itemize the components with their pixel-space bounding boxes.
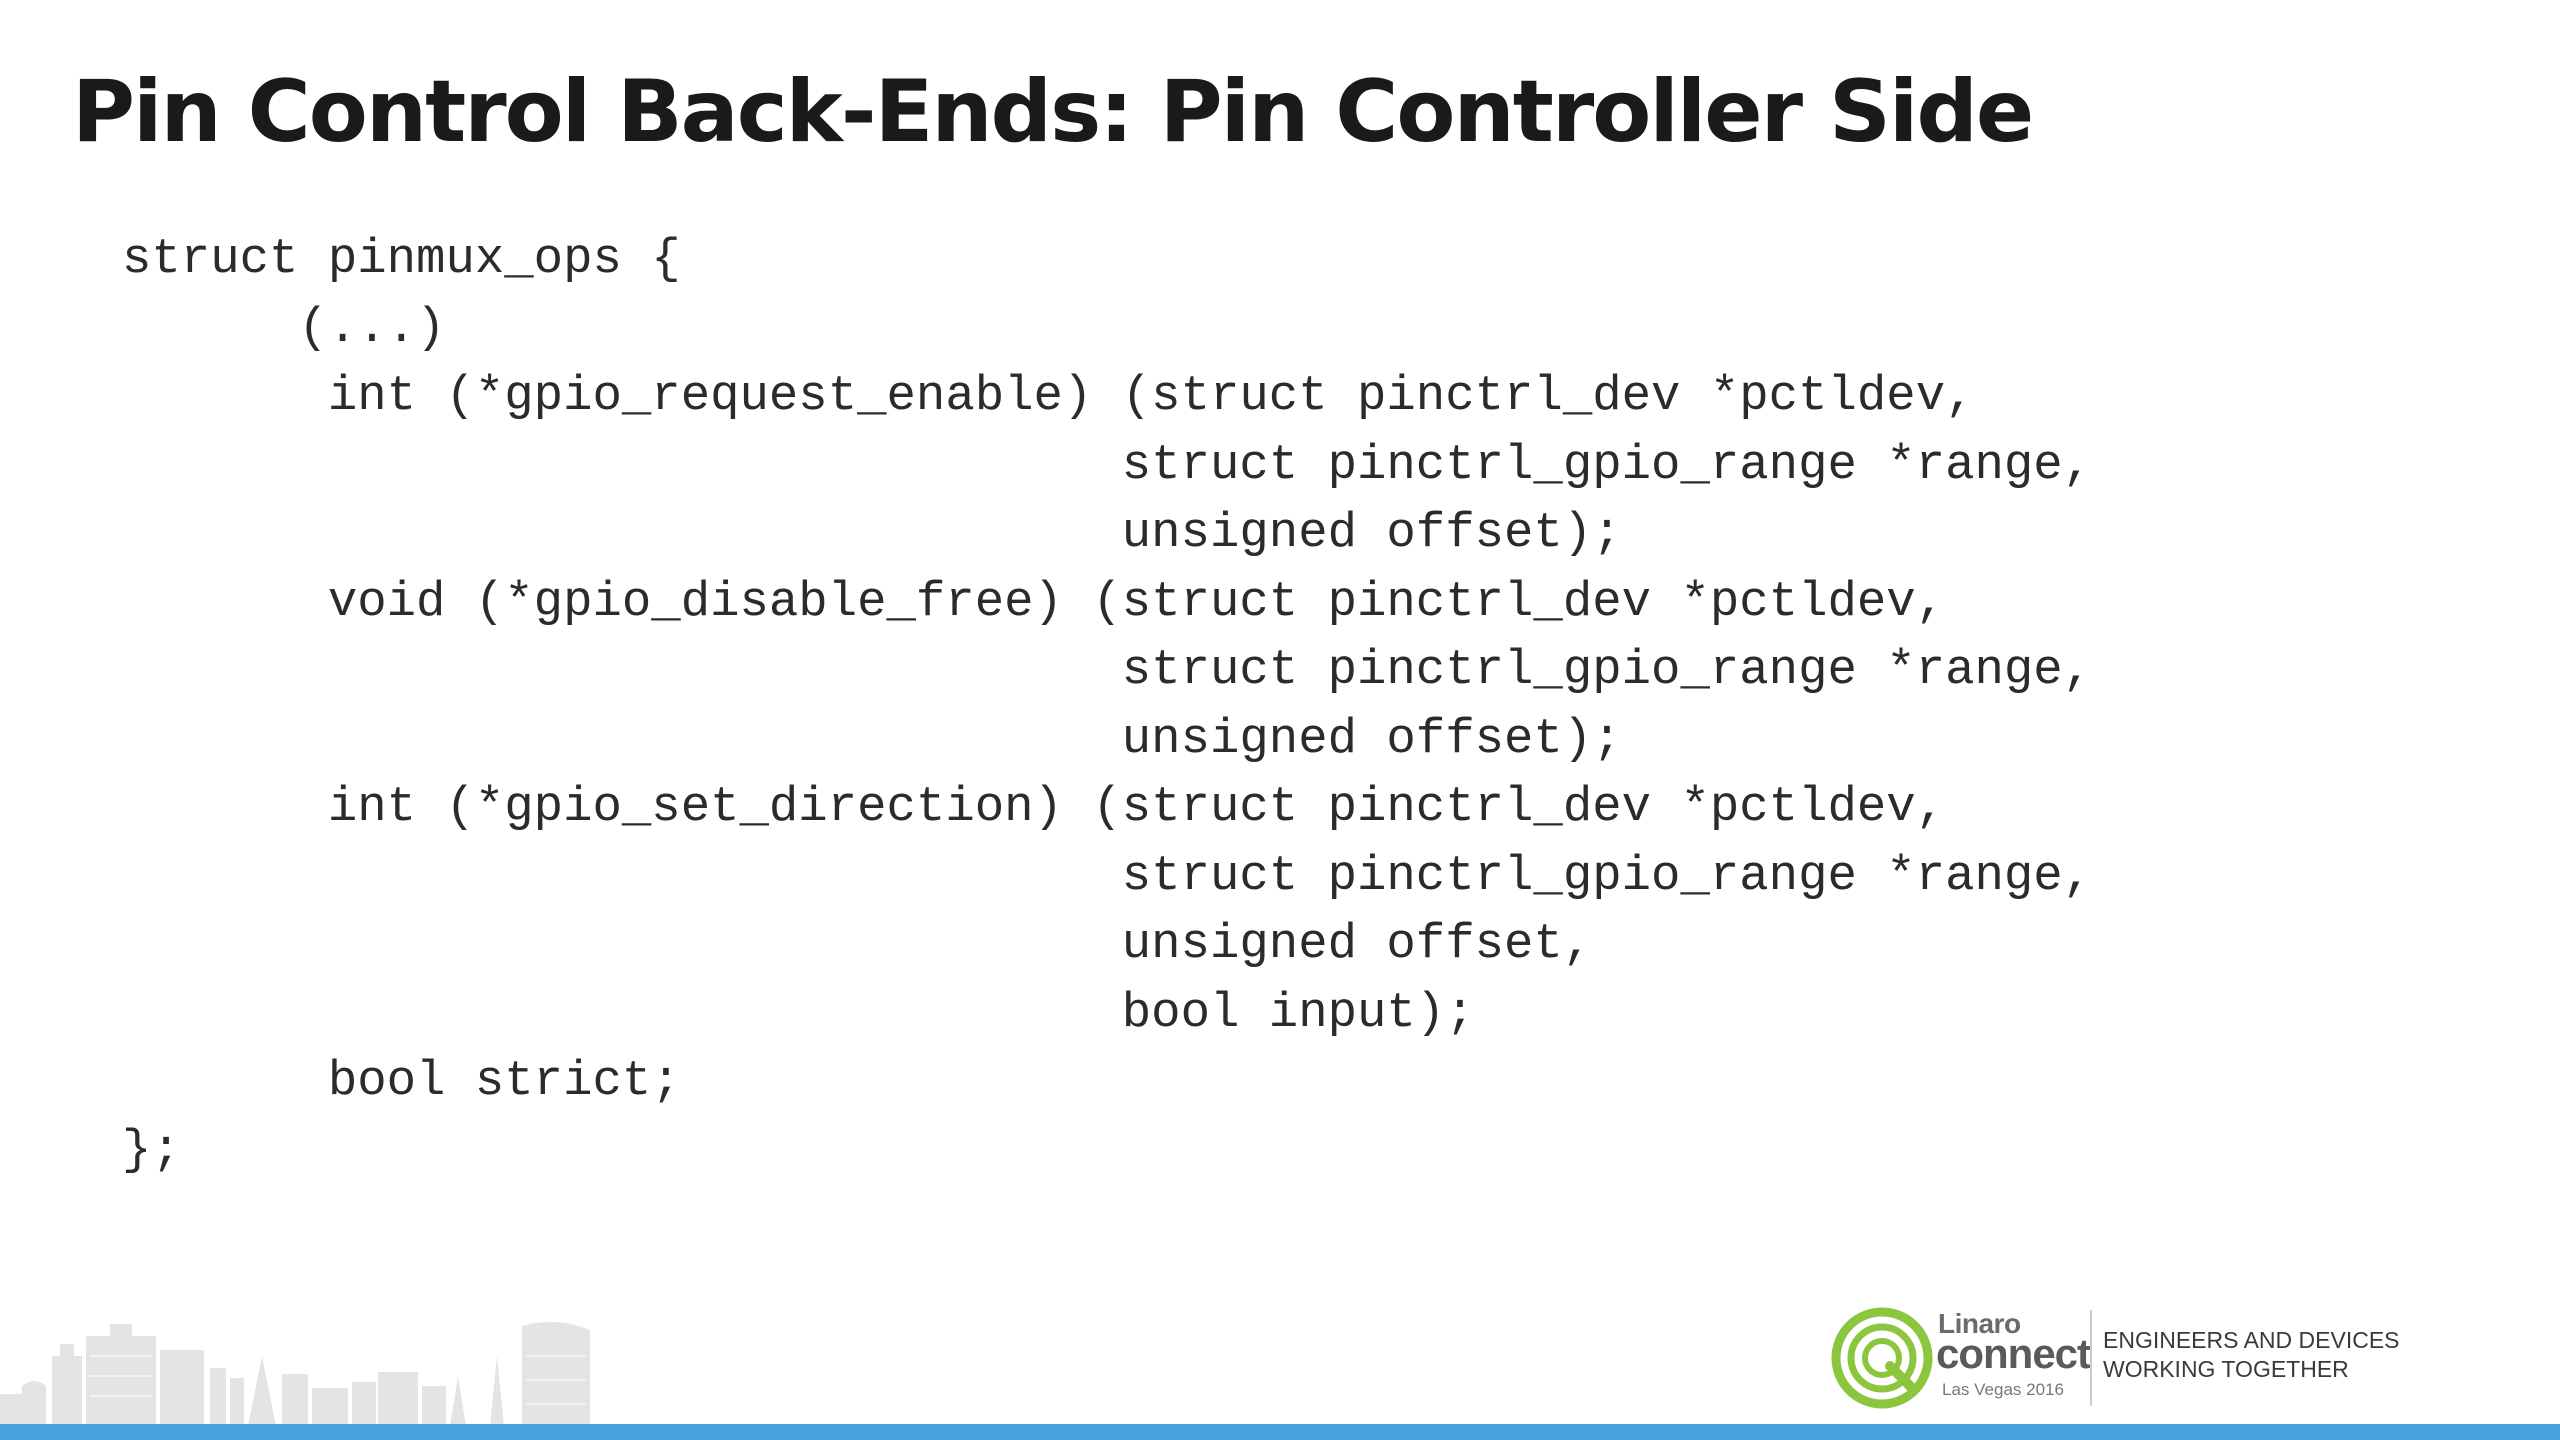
code-line: (...) — [122, 299, 446, 356]
slide-title: Pin Control Back-Ends: Pin Controller Si… — [72, 62, 2034, 162]
logo-linaro-text: Linaro — [1938, 1308, 2021, 1339]
code-line: }; — [122, 1121, 181, 1178]
code-line: struct pinctrl_gpio_range *range, — [122, 436, 2093, 493]
tagline: ENGINEERS AND DEVICES WORKING TOGETHER — [2103, 1326, 2400, 1384]
code-line: int (*gpio_set_direction) (struct pinctr… — [122, 779, 1946, 835]
code-line: int (*gpio_request_enable) (struct pinct… — [122, 368, 1975, 424]
tagline-line-1: ENGINEERS AND DEVICES — [2103, 1327, 2400, 1353]
code-line: bool input); — [122, 984, 1475, 1041]
logo-event-text: Las Vegas 2016 — [1942, 1380, 2064, 1399]
linaro-connect-logo: Linaro connect Las Vegas 2016 ENGINEERS … — [1830, 1300, 2430, 1420]
code-line: unsigned offset); — [122, 710, 1622, 767]
code-block: struct pinmux_ops { (...) int (*gpio_req… — [122, 225, 2092, 1184]
logo-connect-text: connect — [1936, 1330, 2091, 1377]
city-skyline-graphic — [0, 1321, 590, 1426]
tagline-line-2: WORKING TOGETHER — [2103, 1356, 2349, 1382]
code-line: unsigned offset); — [122, 505, 1622, 561]
code-line: struct pinctrl_gpio_range *range, — [122, 642, 2093, 698]
code-line: bool strict; — [122, 1053, 681, 1109]
linaro-logo-icon — [1831, 1307, 1933, 1409]
code-line: struct pinctrl_gpio_range *range, — [122, 847, 2093, 904]
code-line: void (*gpio_disable_free) (struct pinctr… — [122, 573, 1946, 630]
logo-divider — [2090, 1310, 2092, 1406]
code-line: struct pinmux_ops { — [122, 231, 681, 287]
code-line: unsigned offset, — [122, 916, 1593, 972]
bottom-accent-bar — [0, 1424, 2560, 1440]
